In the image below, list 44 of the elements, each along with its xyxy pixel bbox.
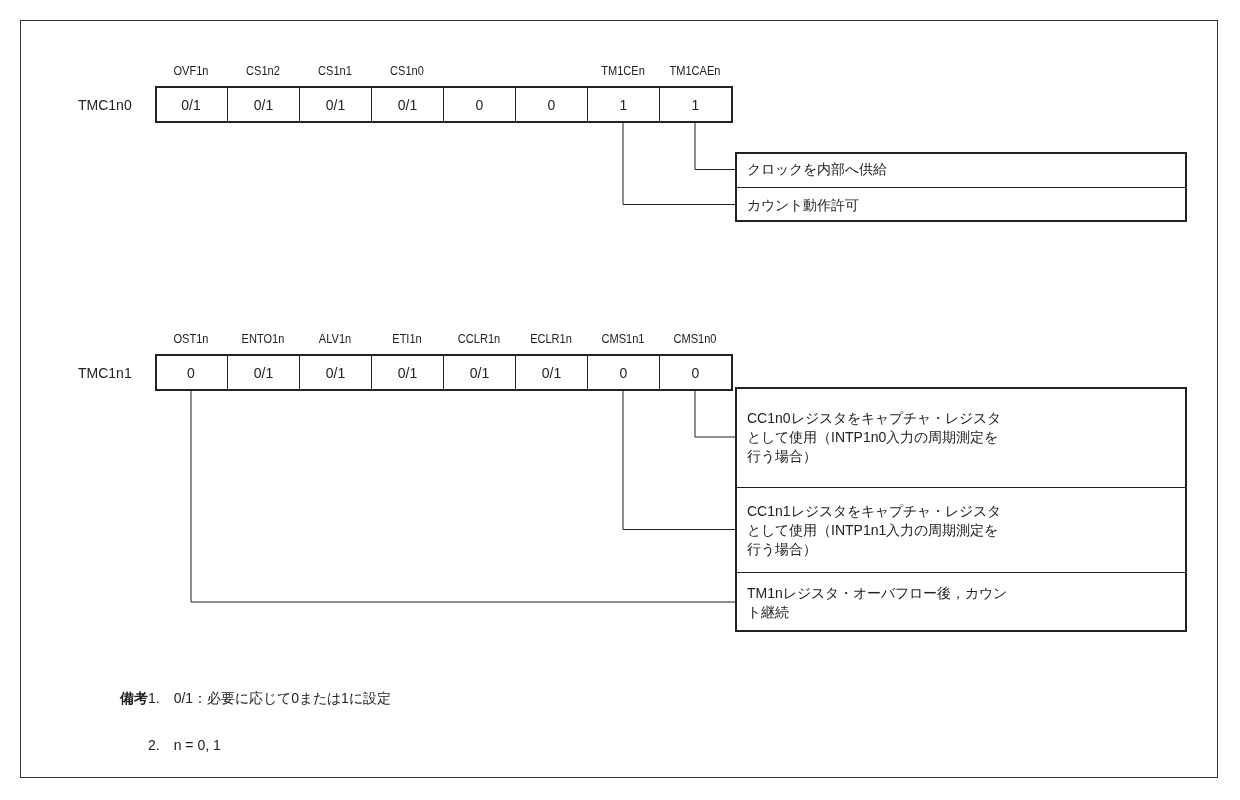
leader-line: [622, 122, 736, 205]
bit-name: CS1n0: [389, 64, 425, 78]
bit-cell: 0: [587, 356, 659, 389]
leader-line: [694, 390, 736, 438]
bit-cell: 0: [443, 88, 515, 121]
description-row: CC1n1レジスタをキャプチャ・レジスタとして使用（INTP1n1入力の周期測定を行う場合）: [737, 487, 1185, 572]
bit-name: CMS1n0: [672, 332, 718, 346]
bit-cell: 1: [659, 88, 731, 121]
bit-name: CMS1n1: [600, 332, 646, 346]
bit-cell: 0/1: [227, 88, 299, 121]
leader-line: [190, 390, 736, 603]
bit-name: CCLR1n: [456, 332, 502, 346]
bit-name: OVF1n: [172, 64, 210, 78]
bit-cell: 0/1: [155, 88, 227, 121]
bit-name: ECLR1n: [529, 332, 573, 346]
bit-cell: 1: [587, 88, 659, 121]
leader-line: [694, 122, 736, 170]
description-row: TM1nレジスタ・オーバフロー後，カウント継続: [737, 572, 1185, 632]
bit-name: CS1n1: [317, 64, 353, 78]
bit-name: TM1CEn: [600, 64, 646, 78]
bit-cell: 0/1: [299, 356, 371, 389]
register-name: TMC1n0: [78, 96, 132, 113]
description-row: クロックを内部へ供給: [737, 152, 1185, 187]
bit-name: CS1n2: [245, 64, 281, 78]
description-row: CC1n0レジスタをキャプチャ・レジスタとして使用（INTP1n0入力の周期測定を行う場合）: [737, 387, 1185, 487]
bit-cell: 0/1: [299, 88, 371, 121]
bit-name: OST1n: [172, 332, 210, 346]
bit-cell: 0: [515, 88, 587, 121]
bit-cell: 0/1: [443, 356, 515, 389]
bit-cell: 0/1: [227, 356, 299, 389]
bit-name: TM1CAEn: [668, 64, 722, 78]
register-name: TMC1n1: [78, 364, 132, 381]
note-text: 備考1. 0/1：必要に応じて0または1に設定: [120, 690, 391, 708]
bit-cell: 0/1: [515, 356, 587, 389]
bit-name: ALV1n: [317, 332, 353, 346]
description-row: カウント動作許可: [737, 187, 1185, 222]
bit-cell: 0: [659, 356, 731, 389]
bit-name: ETI1n: [391, 332, 423, 346]
bit-cell: 0: [155, 356, 227, 389]
leader-line: [622, 390, 736, 530]
bit-cell: 0/1: [371, 356, 443, 389]
note-text: 2. n = 0, 1: [148, 737, 221, 755]
bit-name: ENTO1n: [240, 332, 286, 346]
bit-cell: 0/1: [371, 88, 443, 121]
